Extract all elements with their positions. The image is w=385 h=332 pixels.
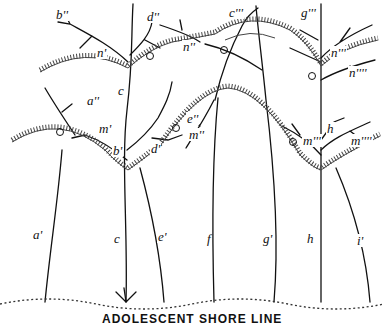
stream-label: b'' bbox=[55, 8, 69, 21]
stream-label: i' bbox=[356, 234, 364, 247]
stream-label: d' bbox=[150, 142, 161, 155]
stream-label: m''' bbox=[302, 134, 322, 147]
stream-label: c bbox=[113, 232, 121, 245]
stream-label: d'' bbox=[146, 10, 160, 23]
stream-label: m'' bbox=[188, 128, 205, 141]
stream-label: e'' bbox=[186, 112, 199, 125]
stream-label: c''' bbox=[228, 6, 244, 19]
stream-label: m' bbox=[98, 122, 112, 135]
stream-label: c bbox=[117, 84, 125, 97]
shore-line-label: ADOLESCENT SHORE LINE bbox=[101, 313, 283, 325]
stream-label: h bbox=[326, 122, 335, 135]
stream-label: g''' bbox=[300, 6, 317, 19]
stream-label: n'' bbox=[182, 40, 196, 53]
stream-label: h bbox=[306, 232, 315, 245]
stream-label: e' bbox=[157, 230, 168, 243]
stream-label: n' bbox=[96, 46, 107, 59]
stream-label: n''' bbox=[330, 46, 347, 59]
stream-label: f bbox=[206, 232, 212, 245]
stream-label: g' bbox=[262, 232, 273, 245]
stream-label: a'' bbox=[86, 94, 100, 107]
stream-label: n'''' bbox=[348, 66, 368, 79]
stream-label: a' bbox=[32, 228, 43, 241]
stream-label: b' bbox=[112, 144, 123, 157]
stream-label: m'''' bbox=[350, 134, 373, 147]
